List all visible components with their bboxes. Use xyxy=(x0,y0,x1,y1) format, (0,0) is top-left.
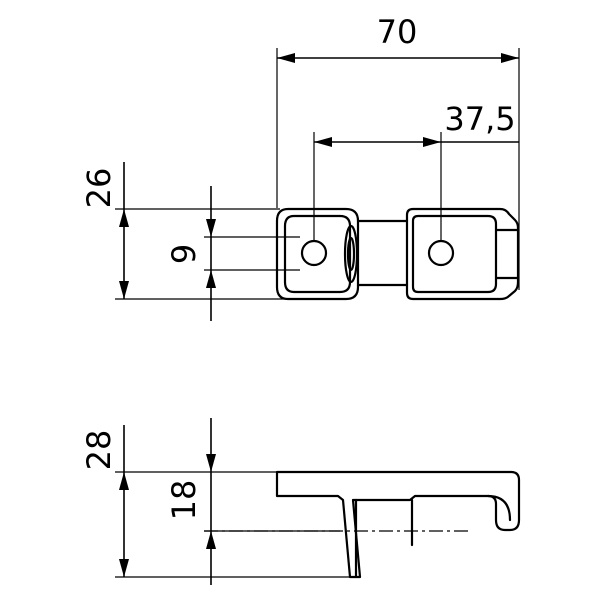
dimension-label-28: 28 xyxy=(80,430,118,471)
part-top-view xyxy=(275,207,520,301)
dimension-70: 70 xyxy=(276,13,520,290)
dimension-26: 26 xyxy=(80,162,290,300)
dimension-label-9: 9 xyxy=(165,244,203,264)
top-view: 70 37,5 26 9 xyxy=(80,13,520,321)
dimension-label-37-5: 37,5 xyxy=(444,100,515,138)
side-view: 28 18 xyxy=(80,418,521,585)
dimension-18: 18 xyxy=(165,418,340,585)
hole-right xyxy=(427,239,455,267)
part-side-view xyxy=(204,470,521,579)
dimension-9: 9 xyxy=(165,186,300,321)
dimension-28: 28 xyxy=(80,425,360,578)
dimension-37-5: 37,5 xyxy=(313,100,519,240)
dimension-label-18: 18 xyxy=(165,480,203,521)
dimension-label-70: 70 xyxy=(377,13,418,51)
hole-left xyxy=(300,239,328,267)
dimension-label-26: 26 xyxy=(80,168,118,209)
